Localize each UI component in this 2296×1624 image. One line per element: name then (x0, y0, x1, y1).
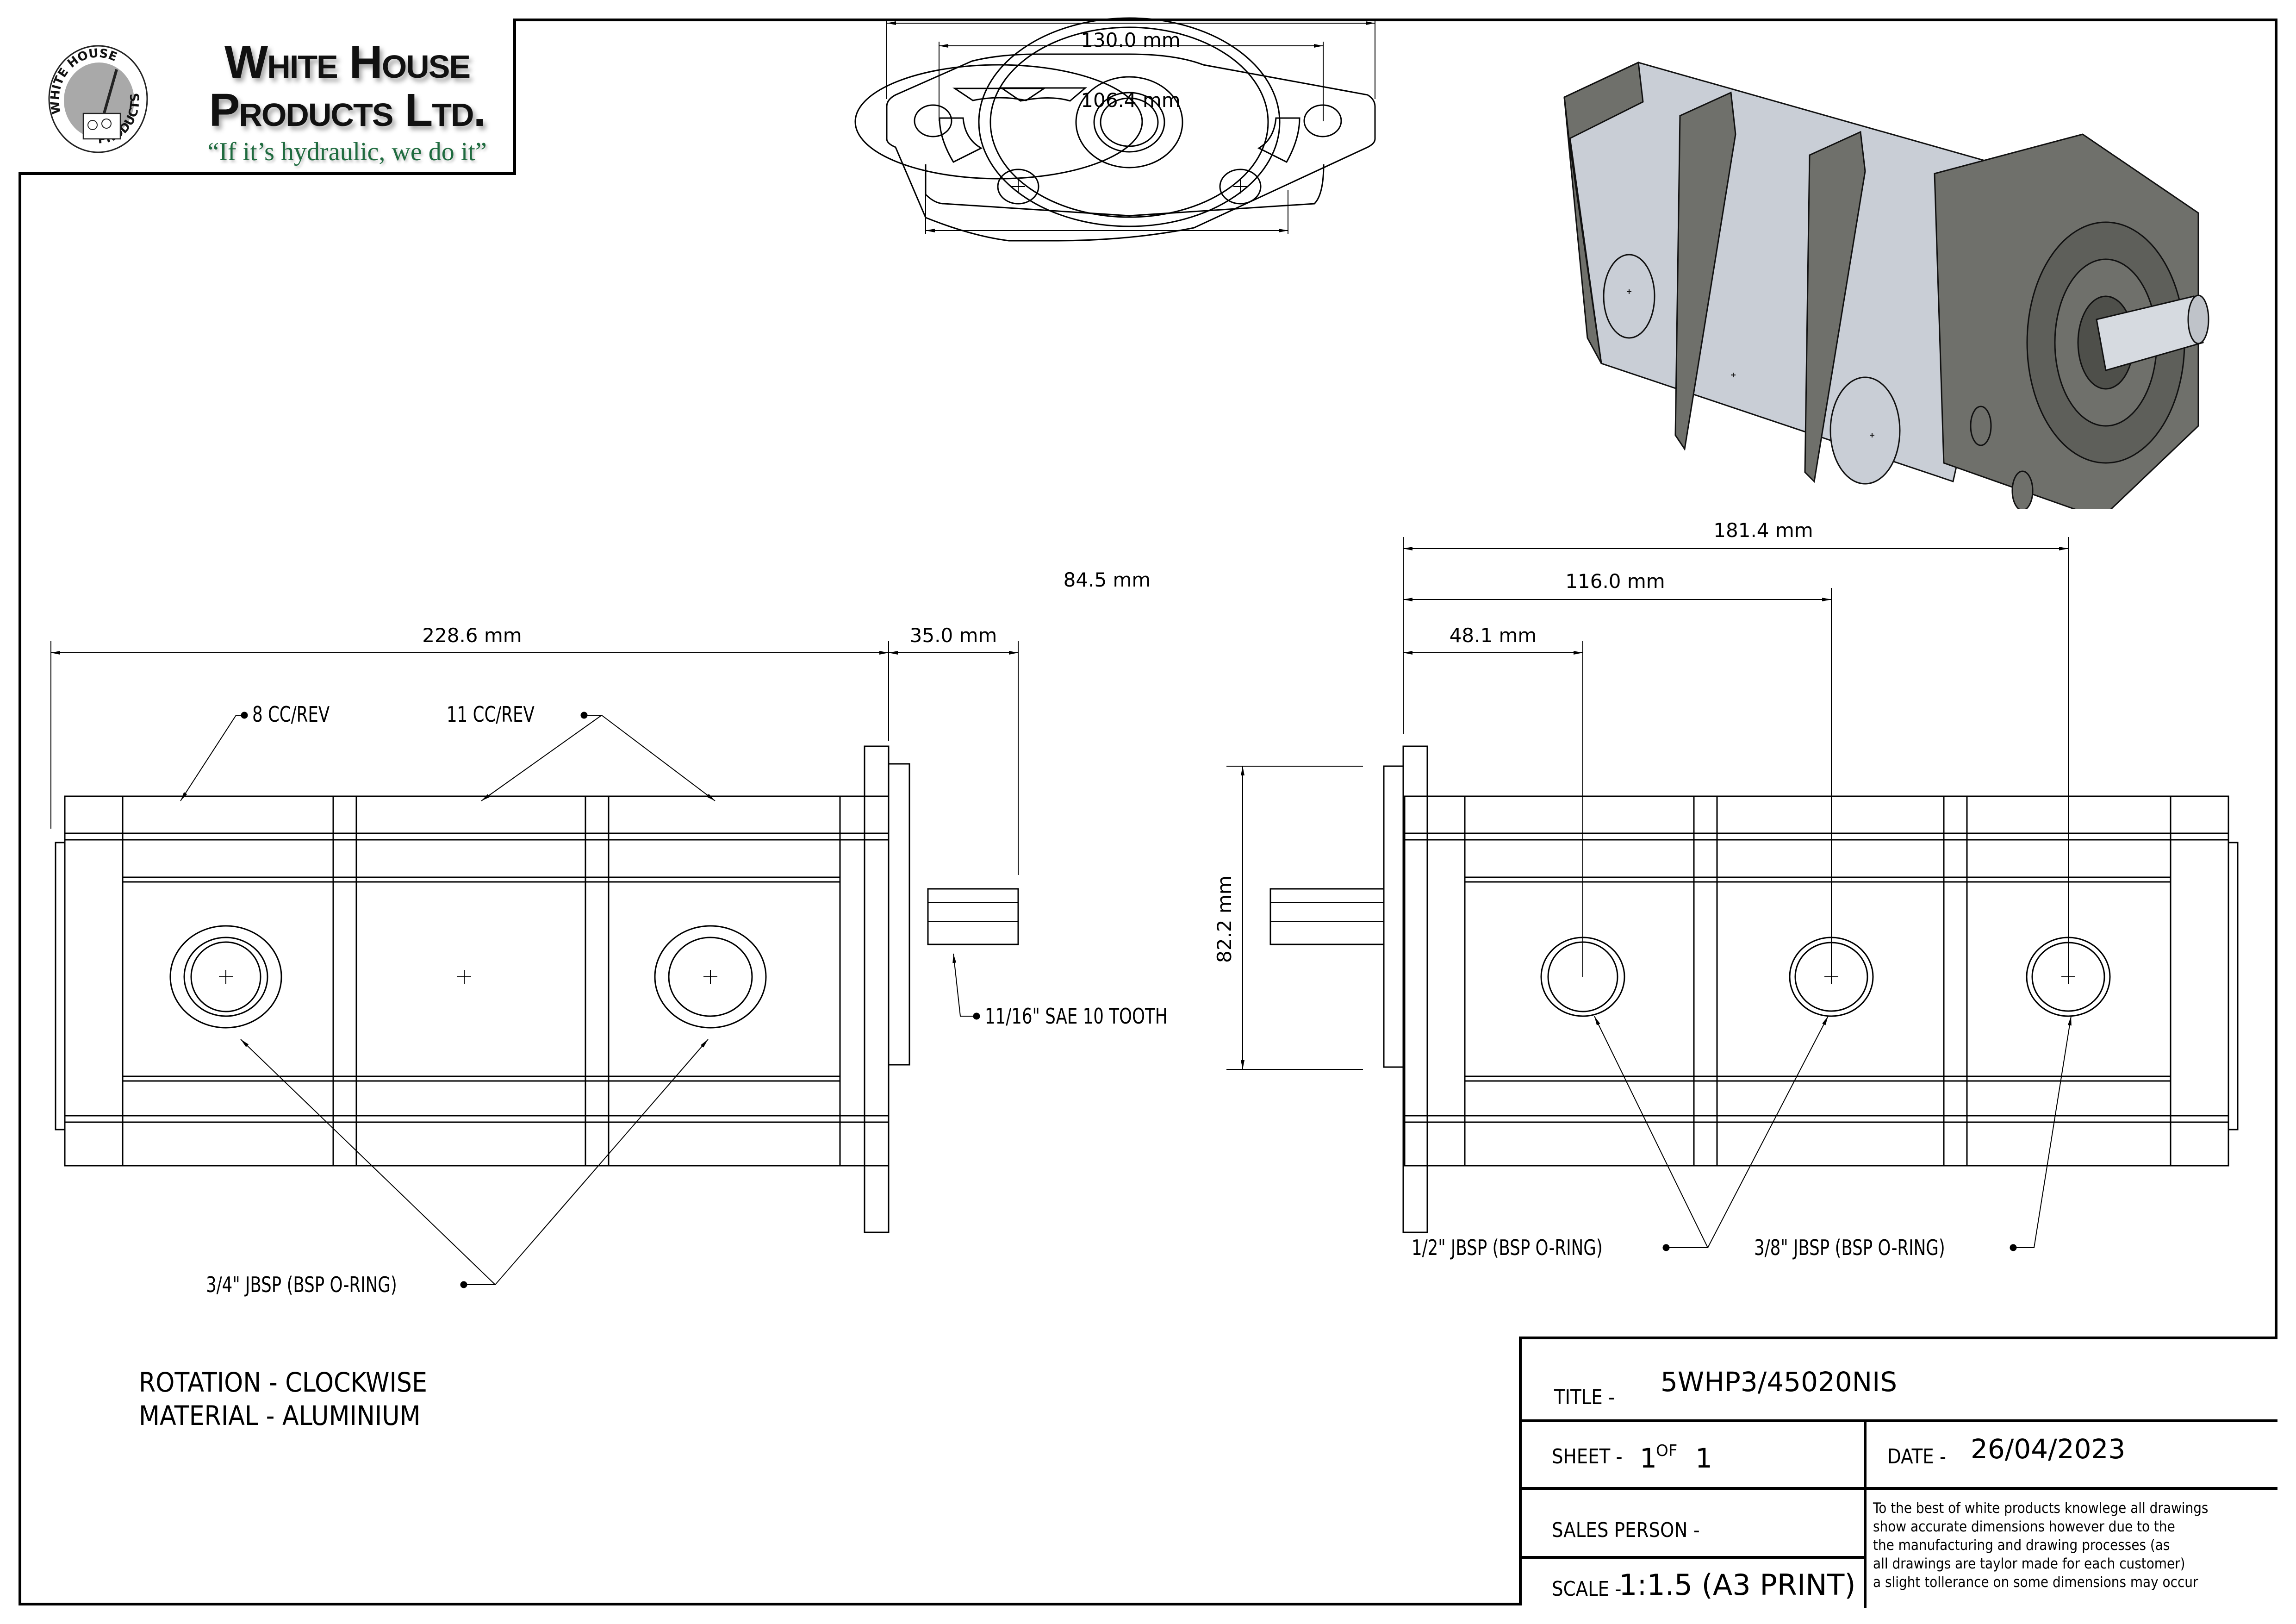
general-notes: ROTATION - CLOCKWISE MATERIAL - ALUMINIU… (139, 1366, 427, 1432)
callout-8cc: 8 CC/REV (252, 702, 330, 727)
disclaimer-cell: To the best of white products knowlege a… (1869, 1494, 2277, 1605)
disclaimer-line: the manufacturing and drawing processes … (1873, 1537, 2170, 1554)
company-tagline: “If it’s hydraulic, we do it” (207, 137, 487, 166)
company-name-line1: White House (224, 36, 471, 88)
logo-block: WHITE HOUSE PRODUCTS LTD White House Pro… (19, 19, 516, 175)
sales-person-label: SALES PERSON - (1552, 1518, 1700, 1542)
disclaimer-text: To the best of white products knowlege a… (1873, 1499, 2237, 1592)
title-label: TITLE - (1554, 1386, 1615, 1409)
callout-1-2-port: 1/2" JBSP (BSP O-RING) (1412, 1235, 1603, 1260)
callout-3-8-port: 3/8" JBSP (BSP O-RING) (1754, 1235, 1945, 1260)
scale-label: SCALE - (1552, 1577, 1622, 1601)
shaft-length-dimension: 35.0 mm (909, 624, 997, 647)
front-view (854, 17, 1376, 242)
disclaimer-line: To the best of white products knowlege a… (1873, 1500, 2209, 1517)
date-cell: DATE - 26/04/2023 (1867, 1419, 2277, 1490)
material-note: MATERIAL - ALUMINIUM (139, 1400, 421, 1431)
disclaimer-line: all drawings are taylor made for each cu… (1873, 1555, 2185, 1572)
flange-height-dimension: 82.2 mm (1213, 875, 1236, 963)
callout-11cc: 11 CC/REV (447, 702, 535, 727)
title-row: TITLE - 5WHP3/45020NIS (1522, 1339, 2277, 1422)
sheet-label: SHEET - (1552, 1445, 1623, 1468)
isometric-pump-render (1563, 61, 2209, 509)
sheet-number: 1 (1640, 1443, 1657, 1474)
scale-cell: SCALE - 1:1.5 (A3 PRINT) (1522, 1559, 1867, 1608)
front-base-width-dimension: 84.5 mm (1063, 568, 1151, 591)
drawing-border (19, 19, 2277, 1605)
company-name-line2: Products Ltd. (209, 84, 486, 136)
callout-3-4-port: 3/4" JBSP (BSP O-RING) (206, 1272, 397, 1297)
title-value: 5WHP3/45020NIS (1661, 1366, 1898, 1398)
sheet-of: OF (1656, 1442, 1678, 1460)
sales-person-cell: SALES PERSON - (1522, 1490, 1867, 1559)
title-block: TITLE - 5WHP3/45020NIS SHEET - 1 OF 1 DA… (1519, 1337, 2277, 1608)
port2-distance-dimension: 116.0 mm (1565, 570, 1665, 593)
sheet-cell: SHEET - 1 OF 1 (1522, 1419, 1867, 1490)
right-side-view (1226, 537, 2239, 1251)
company-name: White House Products Ltd. “If it’s hydra… (190, 38, 504, 167)
port3-distance-dimension: 181.4 mm (1713, 519, 1813, 542)
date-label: DATE - (1887, 1445, 1947, 1468)
front-width-dimension: 130.0 mm (1081, 29, 1181, 51)
left-side-view (50, 641, 1019, 1288)
disclaimer-line: a slight tollerance on some dimensions m… (1873, 1574, 2198, 1591)
scale-value: 1:1.5 (A3 PRINT) (1619, 1568, 1856, 1602)
port1-distance-dimension: 48.1 mm (1449, 624, 1537, 647)
disclaimer-line: show accurate dimensions however due to … (1873, 1518, 2175, 1535)
front-bolt-spacing-dimension: 106.4 mm (1081, 89, 1181, 112)
rotation-note: ROTATION - CLOCKWISE (139, 1367, 427, 1398)
callout-shaft: 11/16" SAE 10 TOOTH (985, 1004, 1168, 1029)
date-value: 26/04/2023 (1971, 1433, 2126, 1465)
sheet-total: 1 (1695, 1443, 1712, 1474)
body-length-dimension: 228.6 mm (422, 624, 522, 647)
company-badge-icon: WHITE HOUSE PRODUCTS LTD (47, 44, 148, 153)
